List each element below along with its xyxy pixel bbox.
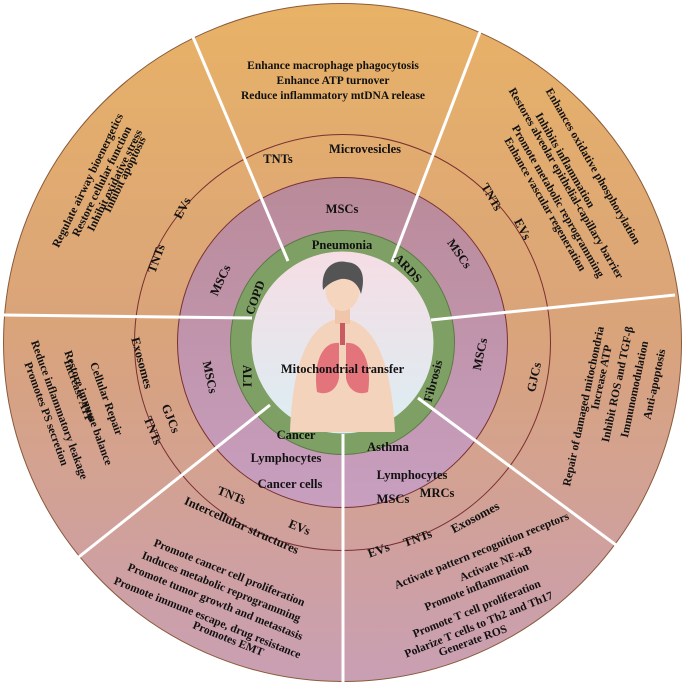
route-fibrosis-gjcs: GJCs bbox=[524, 361, 544, 393]
disease-cancer: Cancer bbox=[277, 428, 316, 442]
divider-pneumonia-ards bbox=[390, 31, 482, 263]
center-label: Mitochondrial transfer bbox=[281, 362, 405, 376]
disease-pneumonia: Pneumonia bbox=[312, 238, 373, 252]
effects-pneumonia: Enhance macrophage phagocytosis Enhance … bbox=[241, 60, 425, 102]
person-body bbox=[290, 318, 395, 432]
donor-fibrosis-msc: MSCs bbox=[470, 337, 491, 372]
person-hair bbox=[322, 261, 364, 294]
human-lung-illustration bbox=[290, 261, 395, 432]
divider-copd-pneumonia bbox=[188, 29, 290, 262]
donor-asthma-mrc: MRCs bbox=[420, 486, 455, 500]
route-pneumonia-tnts: TNTs bbox=[263, 152, 293, 166]
effect-pneumonia-2: Enhance ATP turnover bbox=[277, 75, 390, 87]
donor-asthma-msc: MSCs bbox=[377, 492, 410, 506]
donor-asthma-lymphocytes: Lymphocytes bbox=[377, 468, 448, 482]
donor-pneumonia-msc: MSCs bbox=[326, 202, 359, 216]
divider-ali-copd bbox=[2, 313, 253, 320]
sector-dividers bbox=[2, 29, 676, 682]
divider-cancer-ali bbox=[74, 403, 271, 562]
divider-ards-fibrosis bbox=[430, 293, 676, 322]
lung-left bbox=[315, 342, 339, 394]
donor-ali-msc: MSCs bbox=[200, 360, 221, 395]
lung-right bbox=[346, 342, 370, 394]
disease-ali: ALI bbox=[240, 365, 254, 387]
effect-pneumonia-1: Enhance macrophage phagocytosis bbox=[247, 60, 419, 72]
disease-asthma: Asthma bbox=[367, 440, 409, 454]
effect-pneumonia-3: Reduce inflammatory mtDNA release bbox=[241, 90, 425, 102]
donor-cancer-lymphocytes: Lymphocytes bbox=[251, 451, 322, 465]
trachea bbox=[340, 323, 345, 345]
route-pneumonia-microvesicles: Microvesicles bbox=[329, 142, 401, 156]
divider-fibrosis-asthma bbox=[417, 396, 621, 550]
donor-cancer-cells: Cancer cells bbox=[258, 477, 323, 491]
